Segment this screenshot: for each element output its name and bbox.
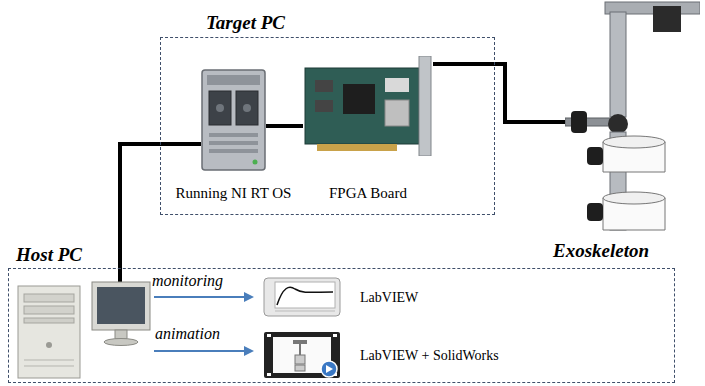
flow-arrow bbox=[154, 350, 252, 352]
flow-arrow bbox=[154, 296, 252, 298]
exoskeleton-node: Exoskeleton bbox=[565, 0, 700, 240]
device-caption: FPGA Board bbox=[329, 184, 407, 202]
fpga-illustration bbox=[303, 56, 433, 156]
host-pc-group: Host PCLabVIEWLabVIEW + SolidWorks bbox=[8, 268, 675, 383]
target-pc-group: Target PCRunning NI RT OSFPGA Board bbox=[160, 37, 495, 215]
device-caption: Running NI RT OS bbox=[176, 184, 292, 202]
tool-label: LabVIEW bbox=[360, 289, 418, 306]
fpga-board-node: FPGA Board bbox=[303, 56, 433, 156]
arrow-label: monitoring bbox=[152, 272, 223, 290]
group-title: Target PC bbox=[206, 12, 285, 34]
group-title: Host PC bbox=[16, 244, 82, 266]
video-illustration bbox=[263, 331, 341, 379]
arrow-label: animation bbox=[155, 325, 220, 343]
server-illustration bbox=[201, 69, 266, 171]
monitoring-tool: LabVIEW bbox=[263, 277, 418, 317]
chart-illustration bbox=[263, 277, 341, 317]
cable-connector bbox=[266, 124, 303, 128]
device-title: Exoskeleton bbox=[553, 240, 649, 262]
tool-label: LabVIEW + SolidWorks bbox=[360, 347, 499, 364]
cable bbox=[118, 268, 122, 282]
cable-connector bbox=[433, 64, 565, 122]
exo-illustration bbox=[565, 0, 700, 240]
animation-tool: LabVIEW + SolidWorks bbox=[263, 331, 499, 379]
server-node: Running NI RT OS bbox=[201, 69, 266, 171]
desktop-computer bbox=[18, 282, 150, 378]
